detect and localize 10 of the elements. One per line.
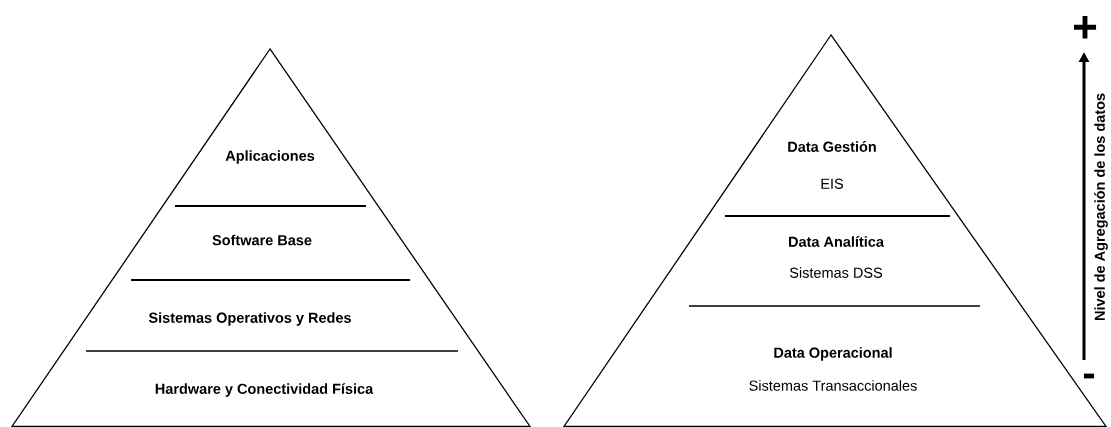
pyramid-layer: Hardware y Conectividad Física: [155, 383, 374, 397]
pyramid-layer: Sistemas Operativos y Redes: [148, 312, 351, 326]
pyramid-layer: Aplicaciones: [225, 150, 315, 164]
pyramid-layer: Data Gestión EIS: [788, 141, 876, 189]
minus-sign: -: [1083, 373, 1095, 379]
axis-label: Nivel de Agregación de los datos: [1094, 93, 1108, 321]
plus-sign: +: [1074, 16, 1097, 39]
pyramid-layer: Data Operacional Sistemas Transaccionales: [749, 347, 917, 391]
pyramid-layer: Data Analítica Sistemas DSS: [789, 236, 884, 278]
pyramid-layer: Software Base: [212, 234, 312, 246]
